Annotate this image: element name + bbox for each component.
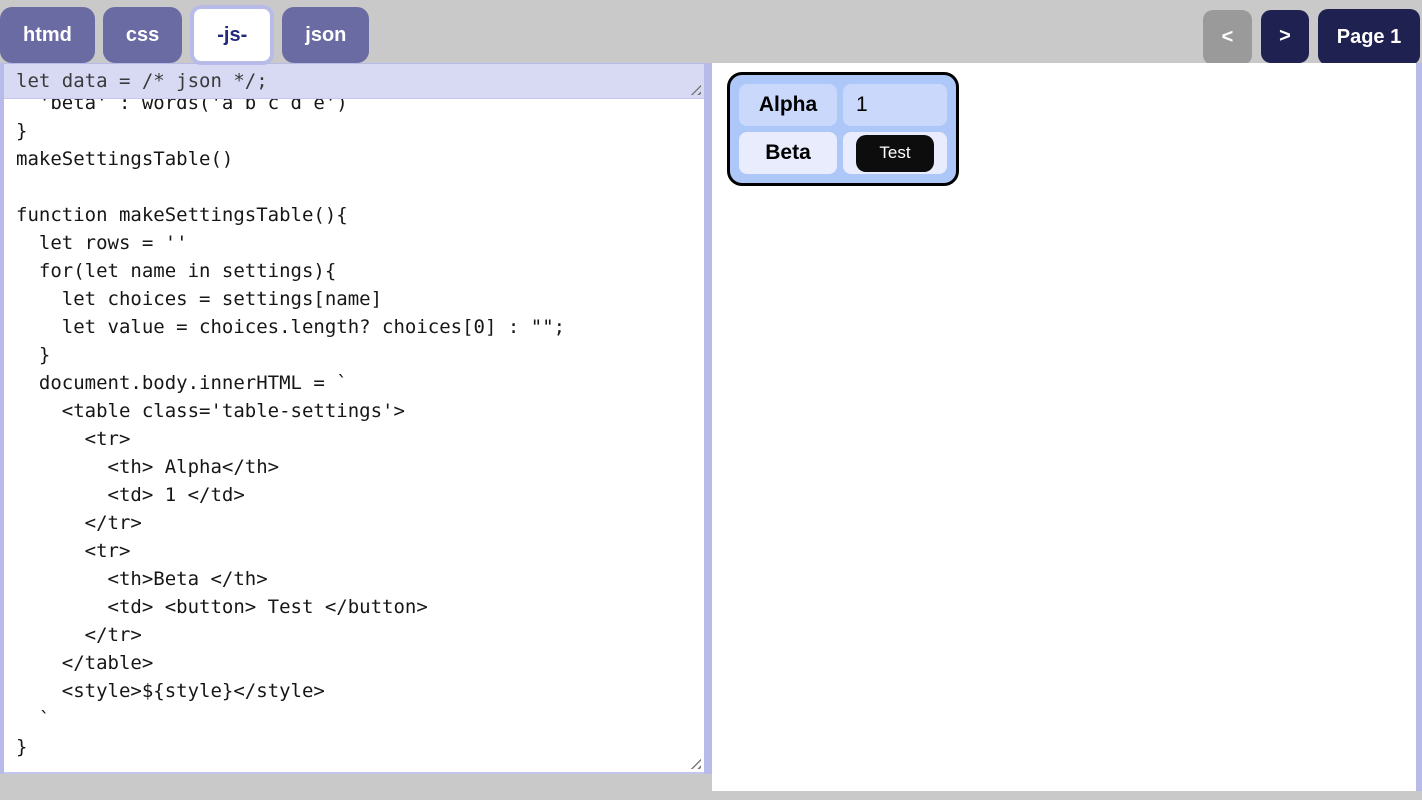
- tab-css[interactable]: css: [102, 7, 183, 63]
- prev-page-button[interactable]: <: [1203, 10, 1252, 65]
- code-header-input[interactable]: let data = /* json */;: [4, 63, 704, 99]
- resize-handle-icon[interactable]: [689, 83, 701, 95]
- code-editor-input[interactable]: 'beta' : words('a b c d e') } makeSettin…: [4, 99, 704, 774]
- tab-js[interactable]: -js-: [190, 5, 275, 65]
- editor-column: let data = /* json */; 'beta' : words('a…: [0, 63, 712, 774]
- settings-row-header: Beta: [739, 132, 837, 174]
- test-button[interactable]: Test: [856, 134, 934, 172]
- tab-htmd[interactable]: htmd: [0, 7, 95, 63]
- top-bar: htmd css -js- json < > Page 1: [0, 0, 1422, 65]
- settings-row-value: Test: [843, 132, 947, 174]
- editor-tabs: htmd css -js- json: [0, 5, 370, 65]
- tab-json[interactable]: json: [282, 7, 370, 63]
- settings-row-header: Alpha: [739, 84, 837, 126]
- page-navigation: < > Page 1: [1203, 7, 1422, 65]
- settings-row-value: 1: [843, 84, 947, 126]
- code-editor-text: 'beta' : words('a b c d e') } makeSettin…: [16, 99, 566, 758]
- settings-table: Alpha 1 Beta Test: [727, 72, 959, 186]
- main-content: let data = /* json */; 'beta' : words('a…: [0, 63, 1422, 791]
- page-indicator-button[interactable]: Page 1: [1318, 9, 1420, 65]
- next-page-button[interactable]: >: [1261, 10, 1309, 63]
- preview-pane: Alpha 1 Beta Test: [712, 63, 1422, 791]
- code-header-text: let data = /* json */;: [16, 70, 268, 92]
